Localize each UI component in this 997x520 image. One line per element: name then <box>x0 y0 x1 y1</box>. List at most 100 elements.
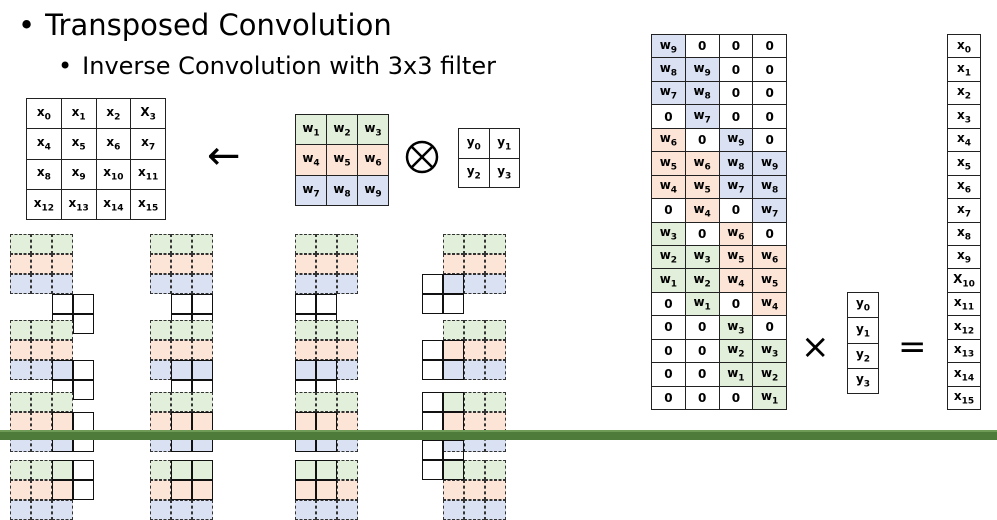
input-cell: x9 <box>60 158 97 190</box>
x-cell: x12 <box>947 315 981 340</box>
x-cell: x15 <box>947 385 981 411</box>
window-output-cell <box>73 380 94 400</box>
x-row: x7 <box>947 198 981 223</box>
x-cell: x3 <box>947 104 981 129</box>
matrix-cell: 0 <box>718 385 754 411</box>
window-filter-cell <box>52 320 73 340</box>
input-cell: x2 <box>95 97 132 130</box>
window-filter-cell <box>150 412 171 432</box>
window-output-cell <box>443 274 464 294</box>
window-output-cell <box>443 340 464 360</box>
y-cell: y1 <box>847 317 879 344</box>
window-filter-cell <box>337 320 358 340</box>
window-filter-cell <box>171 274 192 294</box>
window-filter-cell <box>464 360 485 380</box>
x-cell: x2 <box>947 80 981 106</box>
window-filter-cell <box>150 460 171 480</box>
equals-symbol: = <box>898 327 927 367</box>
matrix-cell: w7 <box>752 198 787 223</box>
window-output-cell <box>316 294 337 314</box>
window-output-cell <box>73 412 94 432</box>
window-filter-cell <box>171 234 192 254</box>
matrix-cell: w8 <box>718 151 754 176</box>
matrix-cell: w2 <box>684 268 720 293</box>
output-cell: y2 <box>458 157 490 188</box>
window-filter-cell <box>485 254 506 274</box>
matrix-cell: 0 <box>718 104 754 129</box>
matrix-cell: w7 <box>684 104 720 129</box>
window-output-cell <box>316 412 337 432</box>
window-filter-cell <box>192 392 213 412</box>
window-filter-cell <box>295 340 316 360</box>
matrix-cell: w3 <box>684 244 720 270</box>
window-filter-cell <box>464 320 485 340</box>
matrix-cell: w7 <box>718 174 754 200</box>
input-cell: x11 <box>130 158 166 190</box>
matrix-cell: 0 <box>718 80 754 106</box>
matrix-cell: w4 <box>718 268 754 293</box>
window-filter-cell <box>52 392 73 412</box>
window-output-cell <box>73 360 94 380</box>
window-filter-cell <box>337 360 358 380</box>
window-filter-cell <box>295 392 316 412</box>
window-output-cell <box>192 412 213 432</box>
window-filter-cell <box>31 320 52 340</box>
matrix-cell: 0 <box>684 362 720 387</box>
matrix-cell: w3 <box>718 315 754 340</box>
slide-subtitle: •Inverse Convolution with 3x3 filter <box>58 52 496 80</box>
matrix-cell: w8 <box>684 80 720 106</box>
title-text: Transposed Convolution <box>45 8 392 42</box>
window-filter-cell <box>171 392 192 412</box>
window-filter-cell <box>31 274 52 294</box>
window-output-cell <box>171 294 192 314</box>
window-filter-cell <box>337 254 358 274</box>
matrix-cell: 0 <box>752 221 787 246</box>
window-output-cell <box>52 360 73 380</box>
window-filter-cell <box>316 500 337 520</box>
title-bullet: • <box>18 8 36 42</box>
window-output-cell <box>295 360 316 380</box>
window-output-cell <box>73 314 94 334</box>
window-filter-cell <box>192 274 213 294</box>
x-row: x9 <box>947 244 981 270</box>
matrix-cell: w5 <box>651 151 686 176</box>
matrix-cell: 0 <box>752 57 787 82</box>
subtitle-bullet: • <box>58 52 73 80</box>
window-filter-cell <box>171 340 192 360</box>
matrix-cell: w2 <box>752 362 787 387</box>
input-cell: x5 <box>60 128 97 160</box>
footer-stripe-highlight <box>0 430 997 432</box>
x-cell: x6 <box>947 174 981 200</box>
x-row: x13 <box>947 338 981 364</box>
output-cell: y0 <box>458 128 490 159</box>
window-filter-cell <box>337 274 358 294</box>
window-filter-cell <box>295 234 316 254</box>
matrix-cell: 0 <box>651 315 686 340</box>
filter-cell: w6 <box>357 144 389 176</box>
y-row: y1 <box>847 317 879 344</box>
window-filter-cell <box>443 234 464 254</box>
window-output-cell <box>443 392 464 412</box>
window-filter-cell <box>192 254 213 274</box>
filter-cell: w5 <box>326 144 358 176</box>
window-output-cell <box>171 360 192 380</box>
matrix-cell: 0 <box>684 33 720 59</box>
input-cell: x12 <box>26 188 62 221</box>
window-output-cell <box>295 294 316 314</box>
filter-cell: w2 <box>326 113 358 146</box>
window-filter-cell <box>150 234 171 254</box>
window-filter-cell <box>171 320 192 340</box>
window-output-cell <box>422 460 443 480</box>
window-output-cell <box>295 480 316 500</box>
window-filter-cell <box>10 254 31 274</box>
matrix-cell: 0 <box>684 127 720 153</box>
window-filter-cell <box>316 392 337 412</box>
window-filter-cell <box>485 500 506 520</box>
